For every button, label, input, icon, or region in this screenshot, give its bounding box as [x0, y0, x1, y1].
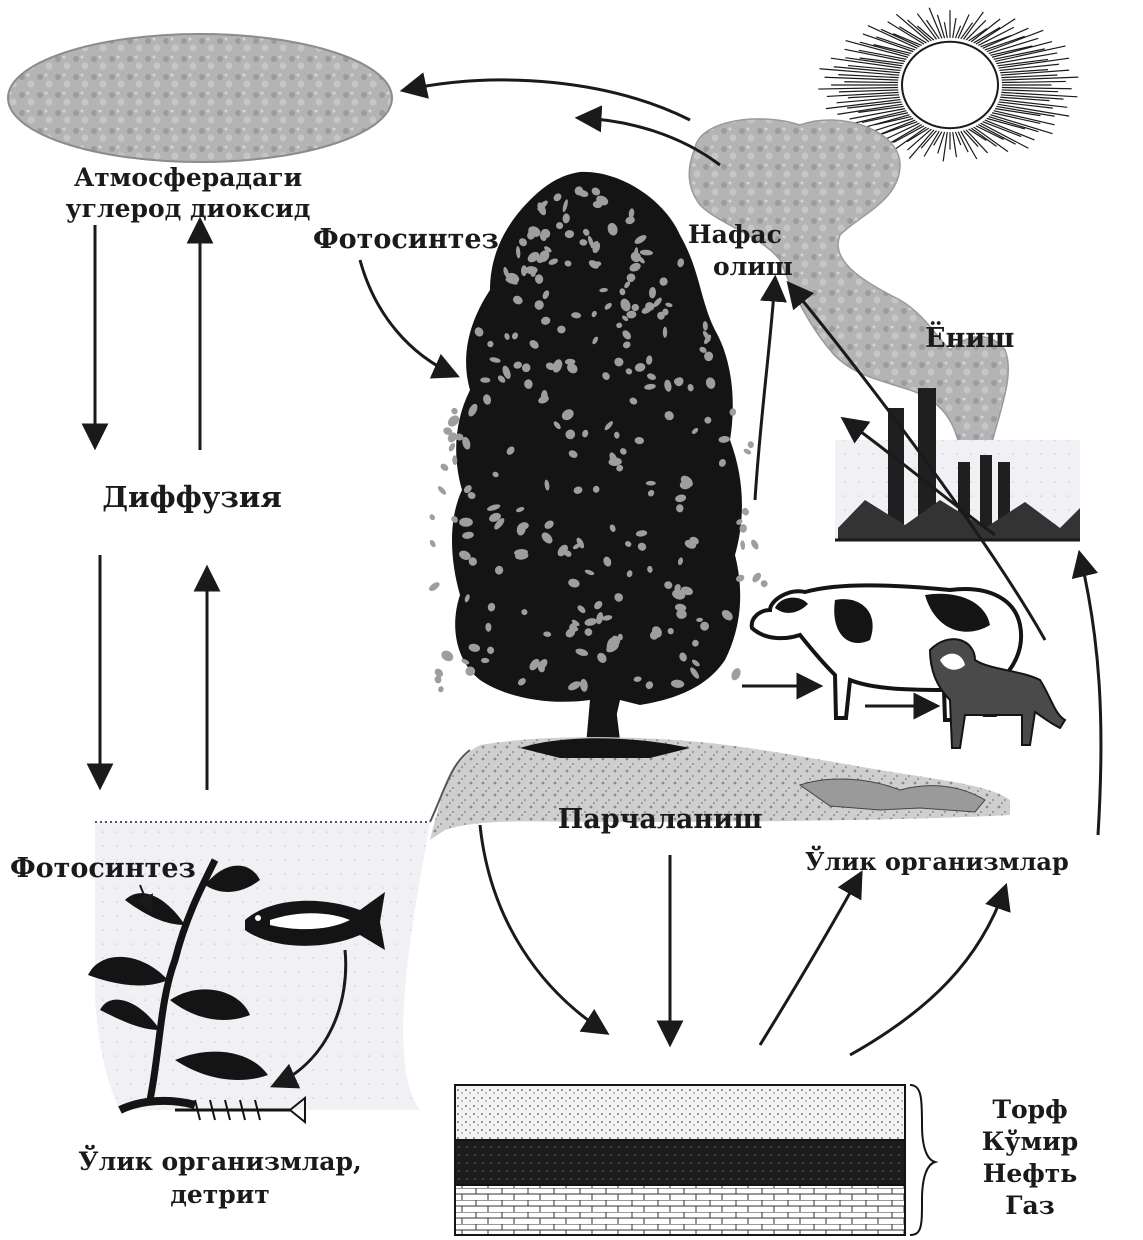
decomposition-label: Парчаланиш	[558, 804, 762, 835]
atmosphere-cloud-icon	[8, 34, 392, 162]
respiration-label-line2: олиш	[713, 252, 793, 281]
photosynthesis-water-label: Фотосинтез	[10, 853, 196, 884]
respiration-label-line1: Нафас	[688, 220, 782, 249]
arrow-fossil-right	[850, 888, 1005, 1055]
photosynthesis-land-label: Фотосинтез	[313, 224, 499, 255]
arrow-photosynthesis-to-tree	[360, 260, 455, 375]
diffusion-label: Диффузия	[102, 480, 282, 514]
fossil-oil-label: Нефть	[983, 1159, 1078, 1188]
combustion-label: Ёниш	[925, 320, 1014, 354]
fossil-coal-label: Кўмир	[982, 1127, 1078, 1156]
fossil-peat-label: Торф	[992, 1095, 1067, 1124]
smoke-cloud-icon	[689, 119, 1008, 450]
arrow-tree-respiration	[755, 280, 775, 500]
atmosphere-label-line1: Атмосферадаги	[74, 163, 302, 192]
arrow-fossil-to-dead	[760, 875, 860, 1045]
dead-organisms-detritus-line2: детрит	[170, 1180, 270, 1209]
arrow-decomposition-left	[480, 825, 605, 1032]
arrow-respiration-to-atmosphere	[405, 80, 690, 120]
fossil-layers-icon	[455, 1085, 935, 1235]
arrow-right-up-factory	[1080, 555, 1101, 835]
dead-organisms-detritus-line1: Ўлик организмлар,	[78, 1145, 361, 1176]
atmosphere-label-line2: углерод диоксид	[66, 194, 311, 223]
fossil-gas-label: Газ	[1005, 1191, 1054, 1220]
dead-organisms-label: Ўлик организмлар	[805, 845, 1069, 876]
